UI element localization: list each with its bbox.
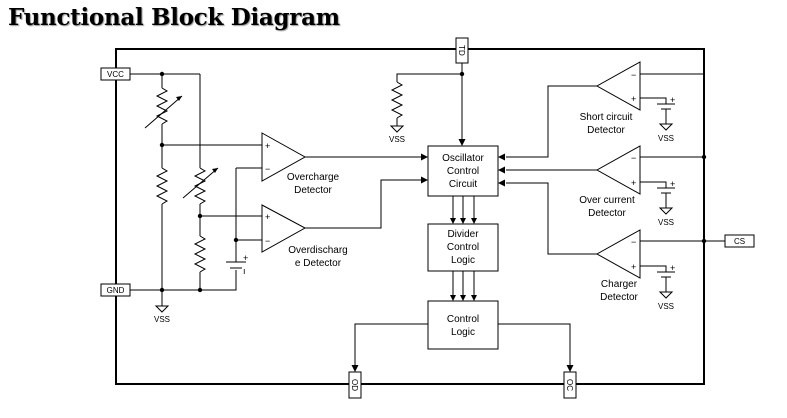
pin-oc: OC <box>563 371 577 399</box>
vss-label: VSS <box>389 135 405 144</box>
pin-oc-label: OC <box>565 379 574 391</box>
control-logic: Control Logic <box>427 300 499 350</box>
junction-dot <box>701 238 707 244</box>
comparator-minus: − <box>631 70 636 80</box>
short-circuit-label-line1: Short circuit <box>580 112 633 123</box>
left-divider-chain <box>144 74 183 300</box>
comparator-plus: + <box>265 141 270 151</box>
battery-plus: + <box>243 253 248 263</box>
pin-td-label: TD <box>457 45 466 56</box>
vss-label: VSS <box>658 302 674 311</box>
comparator-plus: + <box>631 94 636 104</box>
pin-vcc-label: VCC <box>107 70 124 79</box>
vss-label: VSS <box>154 315 170 324</box>
overcharge-label-line1: Overcharge <box>287 172 340 183</box>
divider-control-bus <box>452 271 475 295</box>
control-label-line2: Logic <box>451 327 475 338</box>
gnd-rail <box>130 270 237 291</box>
over-current-label-line1: Over current <box>579 195 635 206</box>
comparator-minus: − <box>265 236 270 246</box>
battery-minus: ı <box>243 266 246 276</box>
control-label-line1: Control <box>447 314 479 325</box>
oscillator-label-line3: Circuit <box>449 179 478 190</box>
right-divider-chain <box>182 74 219 290</box>
overdischarge-output-wire <box>305 179 422 229</box>
oscillator-control-circuit: Oscillator Control Circuit <box>427 145 499 197</box>
overcharge-comparator: + − <box>162 132 307 182</box>
vss-label: VSS <box>658 134 674 143</box>
short-circuit-comparator: − + + VSS <box>595 61 675 143</box>
pin-cs-label: CS <box>734 237 745 246</box>
battery-plus: + <box>670 95 675 105</box>
pin-cs: CS <box>724 234 755 248</box>
page-title: Functional Block Diagram <box>8 4 340 31</box>
oscillator-label-line2: Control <box>447 166 479 177</box>
pin-td: TD <box>455 37 469 64</box>
comparator-plus: + <box>631 262 636 272</box>
comparator-plus: + <box>265 212 270 222</box>
od-output-wire <box>354 323 428 366</box>
overdischarge-label-line1: Overdischarg <box>288 245 347 256</box>
oscillator-label-line1: Oscillator <box>442 153 484 164</box>
charger-output-wire <box>506 182 597 255</box>
divider-label-line3: Logic <box>451 255 475 266</box>
pin-od: OD <box>348 371 362 399</box>
divider-control-logic: Divider Control Logic <box>427 223 499 272</box>
oc-output-wire <box>498 323 571 366</box>
td-pull-resistor: VSS <box>389 73 462 144</box>
battery-plus: + <box>670 263 675 273</box>
comparator-plus: + <box>631 178 636 188</box>
short-circuit-output-wire <box>506 85 597 158</box>
pin-od-label: OD <box>350 379 359 391</box>
over-current-label-line2: Detector <box>588 208 626 219</box>
pin-vcc: VCC <box>100 67 131 81</box>
charger-label-line2: Detector <box>600 292 638 303</box>
reference-battery: + ı <box>226 167 262 276</box>
comparator-minus: − <box>631 153 636 163</box>
comparator-minus: − <box>265 164 270 174</box>
vss-ground-symbol: VSS <box>154 300 170 324</box>
divider-label-line1: Divider <box>447 229 479 240</box>
short-circuit-label-line2: Detector <box>587 125 625 136</box>
charger-label-line1: Charger <box>601 279 638 290</box>
divider-label-line2: Control <box>447 242 479 253</box>
comparator-minus: − <box>631 237 636 247</box>
junction-dot <box>701 154 707 160</box>
pin-gnd-label: GND <box>107 286 125 295</box>
overdischarge-label-line2: e Detector <box>295 258 342 269</box>
charger-comparator: − + + VSS <box>595 229 675 311</box>
vss-label: VSS <box>658 218 674 227</box>
battery-plus: + <box>670 179 675 189</box>
oscillator-divider-bus <box>452 196 475 218</box>
overcharge-label-line2: Detector <box>294 185 332 196</box>
pin-gnd: GND <box>100 283 131 297</box>
over-current-comparator: − + + VSS <box>595 145 675 227</box>
overdischarge-comparator: + − <box>200 204 307 253</box>
